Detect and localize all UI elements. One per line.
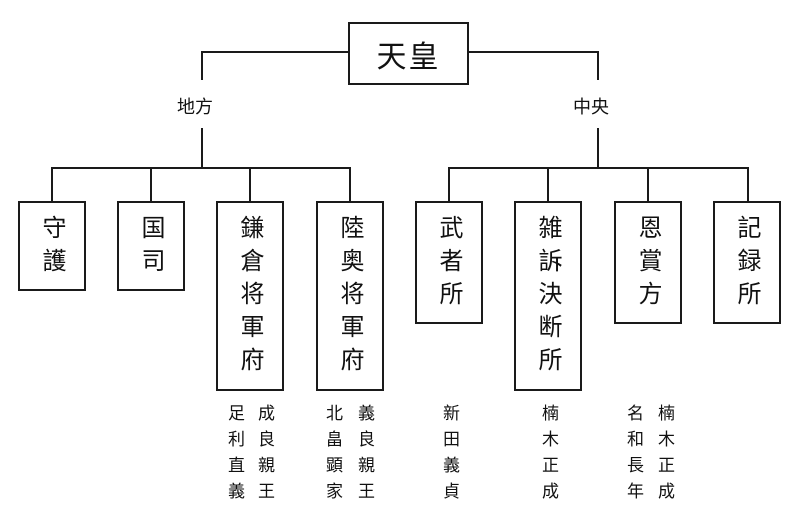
office-zasso-ketsudansho: 雑訴決断所 (514, 201, 582, 391)
branch-local: 地方 (172, 97, 218, 119)
office-kokushi-label: 国司 (137, 215, 165, 281)
person-onsho-1: 楠木正成 (654, 404, 674, 508)
office-zasso-label: 雑訴決断所 (534, 215, 562, 380)
office-kokushi: 国司 (117, 201, 185, 291)
office-shugo: 守護 (18, 201, 86, 291)
emperor-label: 天皇 (376, 39, 441, 75)
office-mutsu-label: 陸奥将軍府 (336, 215, 364, 380)
office-mushadokoro-label: 武者所 (435, 215, 463, 314)
office-kamakura-label: 鎌倉将軍府 (236, 215, 264, 380)
person-zasso-1: 楠木正成 (538, 404, 558, 508)
person-mutsu-1: 義良親王 (354, 404, 374, 508)
branch-central: 中央 (568, 97, 614, 119)
office-mushadokoro: 武者所 (415, 201, 483, 324)
office-onshogata-label: 恩賞方 (634, 215, 662, 314)
person-kamakura-1: 成良親王 (254, 404, 274, 508)
person-mutsu-2: 北畠顕家 (322, 404, 342, 508)
person-onsho-2: 名和長年 (623, 404, 643, 508)
office-kirokusho: 記録所 (713, 201, 781, 324)
office-mutsu-shogunfu: 陸奥将軍府 (316, 201, 384, 391)
emperor-box: 天皇 (348, 22, 469, 85)
local-offices-connector (51, 167, 351, 202)
person-kamakura-2: 足利直義 (224, 404, 244, 508)
office-onshogata: 恩賞方 (614, 201, 682, 324)
office-shugo-label: 守護 (38, 215, 66, 281)
office-kirokusho-label: 記録所 (733, 215, 761, 314)
central-offices-connector (448, 167, 749, 202)
person-mushadokoro-1: 新田義貞 (439, 404, 459, 508)
office-kamakura-shogunfu: 鎌倉将軍府 (216, 201, 284, 391)
